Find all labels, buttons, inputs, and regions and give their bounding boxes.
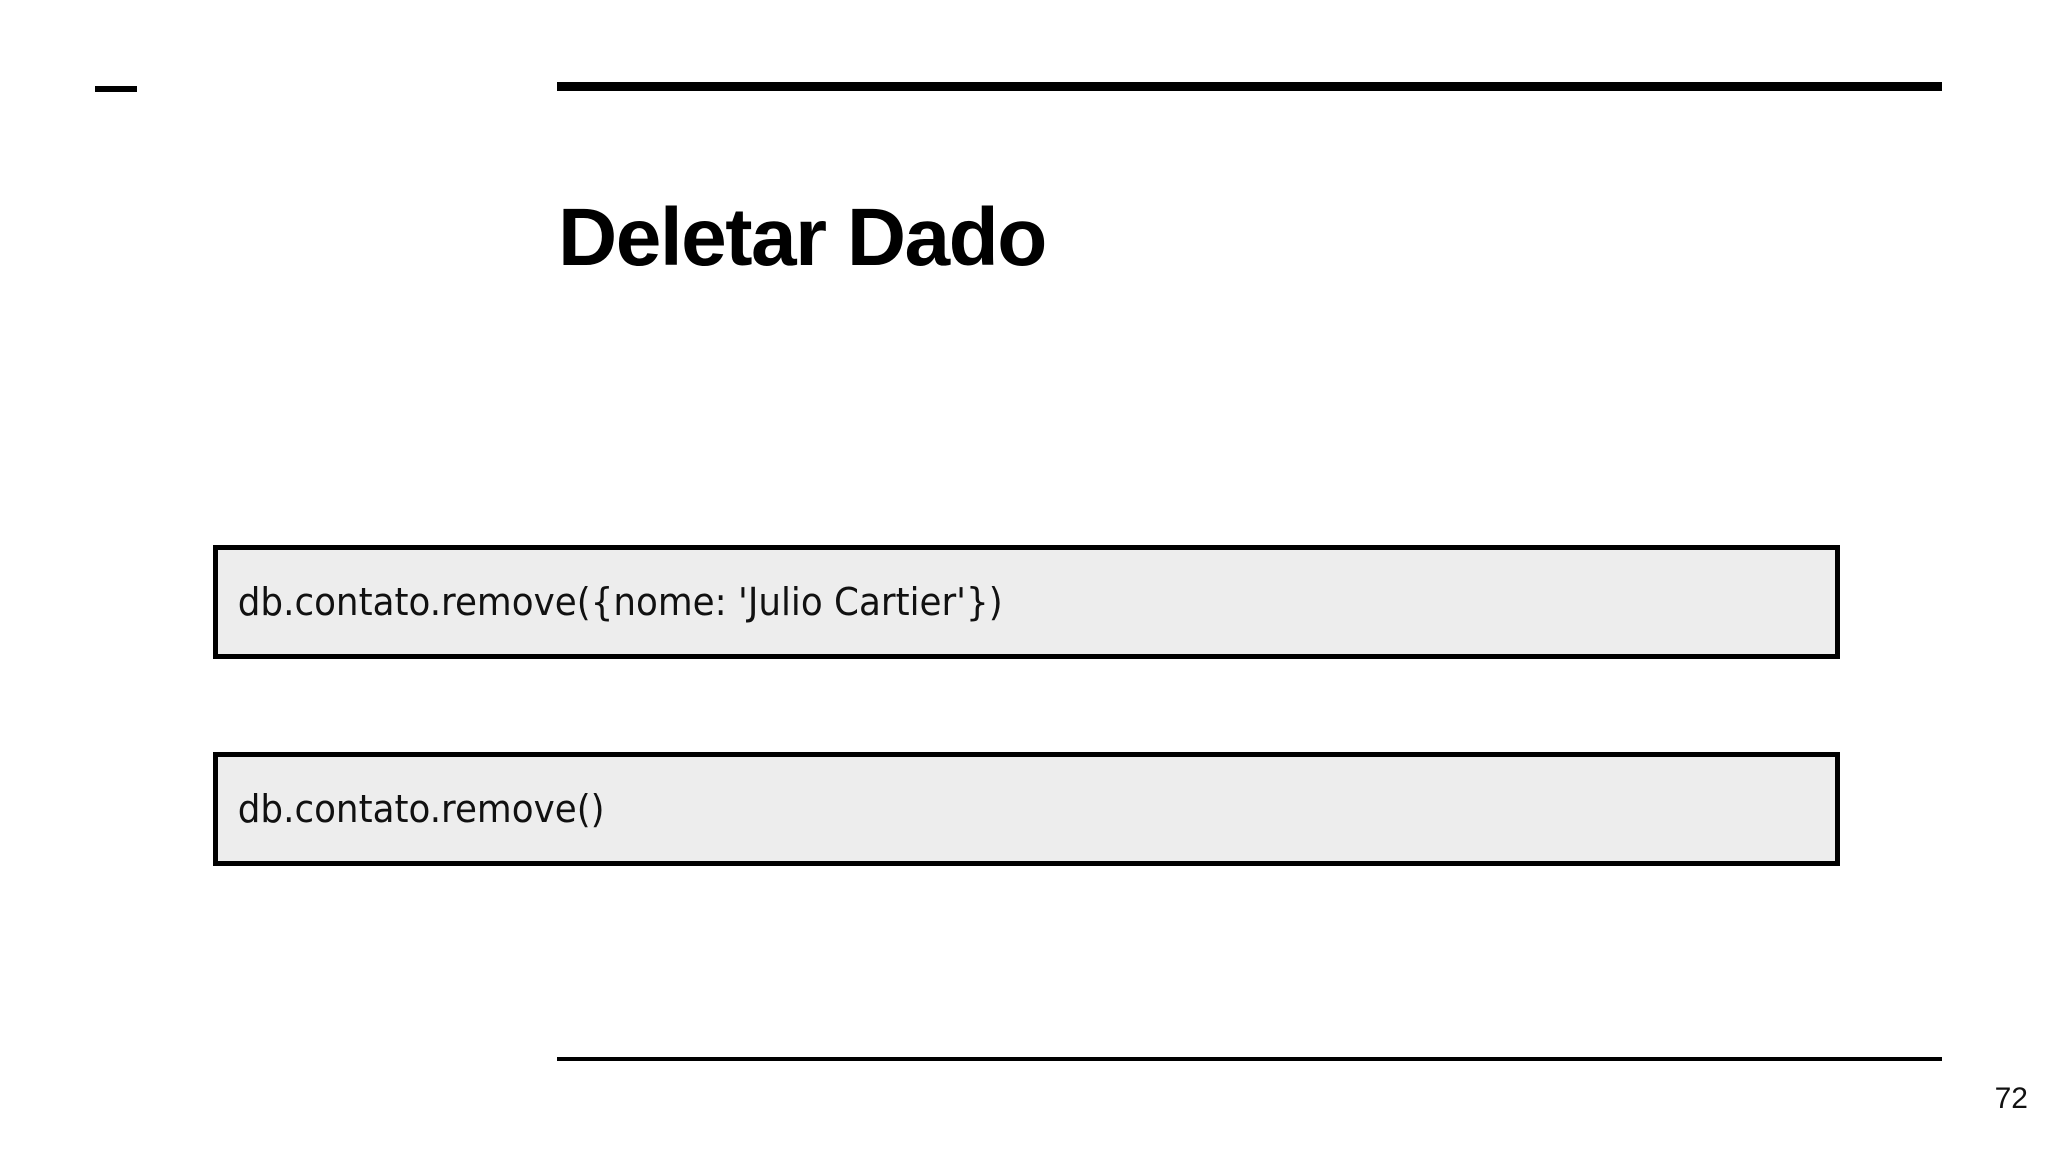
footer-rule <box>557 1057 1942 1061</box>
page-title: Deletar Dado <box>558 191 1047 283</box>
dash-mark-icon <box>95 86 137 92</box>
code-block-remove-with-query: db.contato.remove({nome: 'Julio Cartier'… <box>213 545 1840 659</box>
header-rule <box>557 82 1942 91</box>
code-block-remove-all: db.contato.remove() <box>213 752 1840 866</box>
code-text: db.contato.remove({nome: 'Julio Cartier'… <box>237 580 1003 624</box>
page-number: 72 <box>1994 1082 2028 1115</box>
code-text: db.contato.remove() <box>237 787 605 831</box>
